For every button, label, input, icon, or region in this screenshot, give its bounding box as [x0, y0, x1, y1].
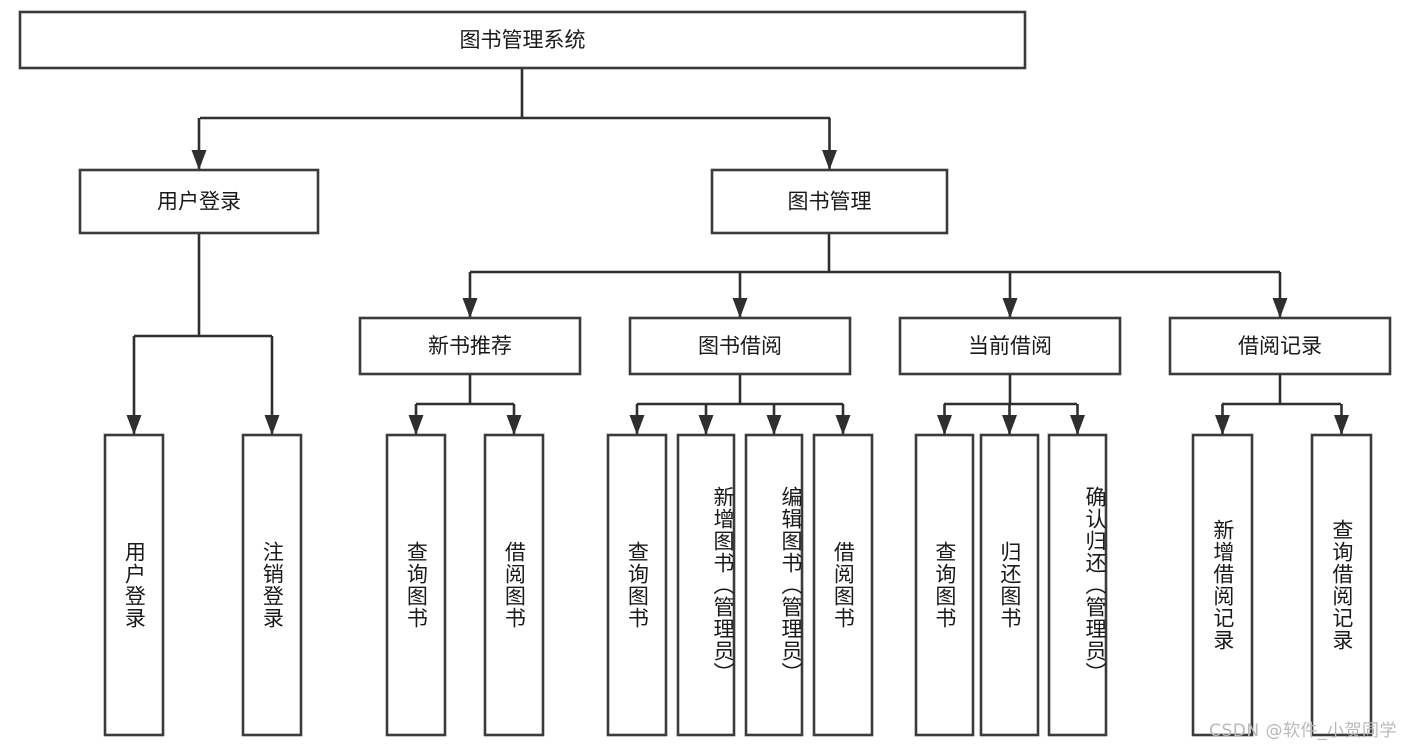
leaf-node-leaf-query-book-current[interactable]: [914, 433, 975, 737]
leaf-node-leaf-query-book-borrow[interactable]: [606, 433, 668, 737]
leaf-node-box-leaf-borrow-book[interactable]: [812, 433, 874, 737]
arrow-head-icon: [1215, 415, 1230, 435]
bus-user-login-drops: [126, 336, 280, 435]
bus-new-book-recommend: [416, 374, 514, 406]
arrow-head-icon: [766, 415, 782, 435]
level2-node-box-borrow-record[interactable]: [1168, 316, 1392, 376]
leaf-node-box-leaf-add-book[interactable]: [676, 433, 736, 737]
leaf-node-box-leaf-query-record[interactable]: [1310, 433, 1373, 737]
leaf-node-leaf-user-login[interactable]: [103, 433, 165, 737]
level1-node-label-book-manage: 图书管理: [788, 190, 872, 214]
leaf-node-leaf-add-record[interactable]: [1191, 433, 1254, 737]
level1-node-label-user-login: 用户登录: [157, 190, 241, 214]
arrow-head-icon: [732, 298, 748, 318]
level1-node-box-user-login[interactable]: [78, 168, 320, 235]
leaf-node-box-leaf-query-book-borrow[interactable]: [606, 433, 668, 737]
arrow-head-icon: [408, 415, 424, 435]
arrow-head-icon: [1002, 415, 1017, 435]
level2-node-label-borrow-record: 借阅记录: [1238, 334, 1322, 358]
arrow-head-icon: [822, 150, 837, 170]
leaf-node-leaf-add-book[interactable]: [676, 433, 736, 737]
level2-node-box-new-book-recommend[interactable]: [358, 316, 582, 376]
leaf-node-leaf-confirm-return[interactable]: [1047, 433, 1108, 737]
leaf-node-box-leaf-edit-book[interactable]: [744, 433, 804, 737]
watermark-text: CSDN @软件_小贺同学: [1209, 721, 1397, 741]
bus-book-borrow: [637, 374, 843, 406]
leaf-node-box-leaf-query-book-current[interactable]: [914, 433, 975, 737]
level2-node-box-current-borrow[interactable]: [898, 316, 1122, 376]
leaf-node-leaf-query-book-rec[interactable]: [385, 433, 447, 737]
bus-current-borrow-drops: [937, 404, 1085, 435]
arrow-head-icon: [1334, 415, 1349, 435]
root-node-label-root: 图书管理系统: [460, 28, 586, 52]
arrow-head-icon: [629, 415, 645, 435]
bus-current-borrow: [944, 374, 1077, 406]
level1-node-user-login[interactable]: 用户登录: [78, 168, 320, 235]
leaf-node-leaf-borrow-book-rec[interactable]: [483, 433, 545, 737]
arrow-head-icon: [937, 415, 952, 435]
arrow-head-icon: [698, 415, 714, 435]
arrow-head-icon: [506, 415, 522, 435]
level2-node-new-book-recommend[interactable]: 新书推荐: [358, 316, 582, 376]
arrow-head-icon: [191, 150, 207, 170]
leaf-node-box-leaf-borrow-book-rec[interactable]: [483, 433, 545, 737]
leaf-node-leaf-logout[interactable]: [241, 433, 303, 737]
leaf-node-box-leaf-confirm-return[interactable]: [1047, 433, 1108, 737]
bus-borrow-record-drops: [1215, 404, 1349, 435]
bus-book-manage-drops: [462, 272, 1288, 318]
level2-node-borrow-record[interactable]: 借阅记录: [1168, 316, 1392, 376]
level1-node-book-manage[interactable]: 图书管理: [710, 168, 949, 235]
leaf-node-box-leaf-add-record[interactable]: [1191, 433, 1254, 737]
connectors-layer: [126, 68, 1349, 435]
arrow-head-icon: [835, 415, 851, 435]
bus-root: [200, 68, 830, 120]
root-node-box-root[interactable]: [18, 10, 1027, 70]
leaf-node-box-leaf-user-login[interactable]: [103, 433, 165, 737]
arrow-head-icon: [1272, 298, 1288, 318]
bus-book-borrow-drops: [629, 404, 851, 435]
arrow-head-icon: [1070, 415, 1085, 435]
level2-node-label-current-borrow: 当前借阅: [968, 334, 1052, 358]
level2-node-box-book-borrow[interactable]: [628, 316, 852, 376]
bus-borrow-record: [1222, 374, 1341, 406]
level1-node-box-book-manage[interactable]: [710, 168, 949, 235]
level2-node-current-borrow[interactable]: 当前借阅: [898, 316, 1122, 376]
level2-node-label-book-borrow: 图书借阅: [698, 334, 782, 358]
arrow-head-icon: [1002, 298, 1018, 318]
leaf-node-box-leaf-return-book[interactable]: [979, 433, 1040, 737]
arrow-head-icon: [264, 415, 280, 435]
leaf-node-leaf-edit-book[interactable]: [744, 433, 804, 737]
bus-root-drops: [191, 118, 837, 170]
arrow-head-icon: [126, 415, 142, 435]
level2-node-label-new-book-recommend: 新书推荐: [428, 334, 512, 358]
root-node-root[interactable]: 图书管理系统: [18, 10, 1027, 70]
bus-book-manage: [470, 233, 1280, 274]
bus-user-login: [134, 233, 272, 338]
leaf-node-leaf-return-book[interactable]: [979, 433, 1040, 737]
leaf-node-box-leaf-logout[interactable]: [241, 433, 303, 737]
arrow-head-icon: [462, 298, 478, 318]
bus-new-book-recommend-drops: [408, 404, 522, 435]
leaf-node-leaf-borrow-book[interactable]: [812, 433, 874, 737]
leaf-node-box-leaf-query-book-rec[interactable]: [385, 433, 447, 737]
leaf-node-leaf-query-record[interactable]: [1310, 433, 1373, 737]
level2-node-book-borrow[interactable]: 图书借阅: [628, 316, 852, 376]
